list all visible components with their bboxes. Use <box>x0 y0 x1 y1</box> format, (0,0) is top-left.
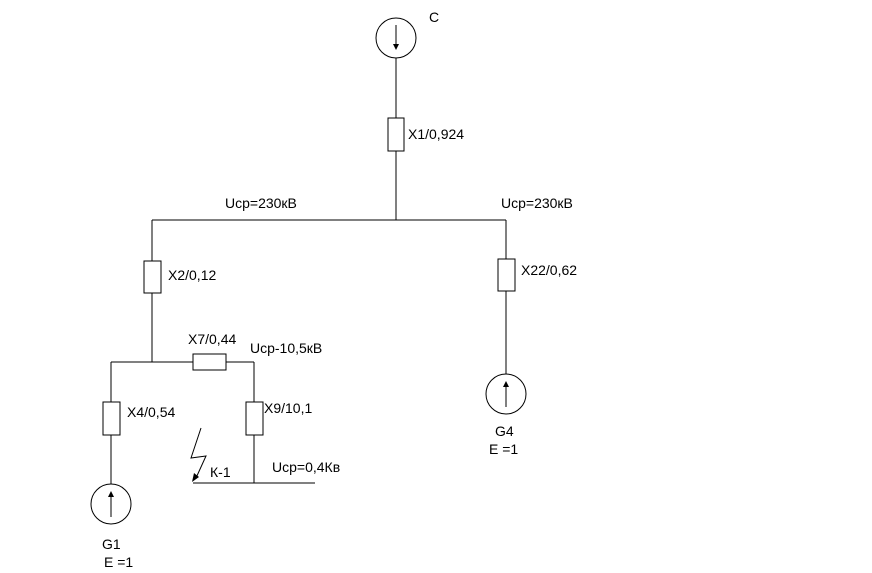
generator-g1-label: G1 <box>102 536 121 552</box>
reactance-x22-label: X22/0,62 <box>521 262 577 278</box>
reactance-x1-label: X1/0,924 <box>408 126 464 142</box>
generator-g4 <box>485 373 527 415</box>
reactance-x2-label: X2/0,12 <box>168 267 216 283</box>
system-arrow-head <box>393 44 399 50</box>
g1-arrow-head <box>108 491 114 497</box>
system-source <box>375 17 417 59</box>
reactance-x1 <box>387 117 405 152</box>
bus-right-voltage-label: Uср=230кВ <box>501 195 573 211</box>
generator-g4-label: G4 <box>495 423 514 439</box>
reactance-x2 <box>143 260 162 294</box>
fault-k1-label: К-1 <box>210 464 231 480</box>
generator-g1 <box>90 483 132 525</box>
reactance-x4-label: X4/0,54 <box>127 404 175 420</box>
fault-zigzag <box>190 427 207 479</box>
reactance-x9-label: X9/10,1 <box>264 400 312 416</box>
fault-arrow-head <box>192 473 199 482</box>
reactance-x22 <box>497 258 516 292</box>
fault-k1-arrow <box>190 427 207 482</box>
g4-arrow-head <box>503 381 509 387</box>
reactance-x7-label: X7/0,44 <box>188 331 236 347</box>
reactance-x4 <box>102 401 121 436</box>
bus-04kv-voltage-label: Uср=0,4Кв <box>272 459 340 475</box>
generator-g4-emf: E =1 <box>489 441 518 457</box>
system-source-label: C <box>429 9 439 25</box>
reactance-x7 <box>192 353 227 371</box>
bus-left-voltage-label: Uср=230кВ <box>225 195 297 211</box>
bus-10kv-voltage-label: Uср-10,5кВ <box>250 340 322 356</box>
generator-g1-emf: E =1 <box>104 554 133 570</box>
reactance-x9 <box>245 401 264 436</box>
